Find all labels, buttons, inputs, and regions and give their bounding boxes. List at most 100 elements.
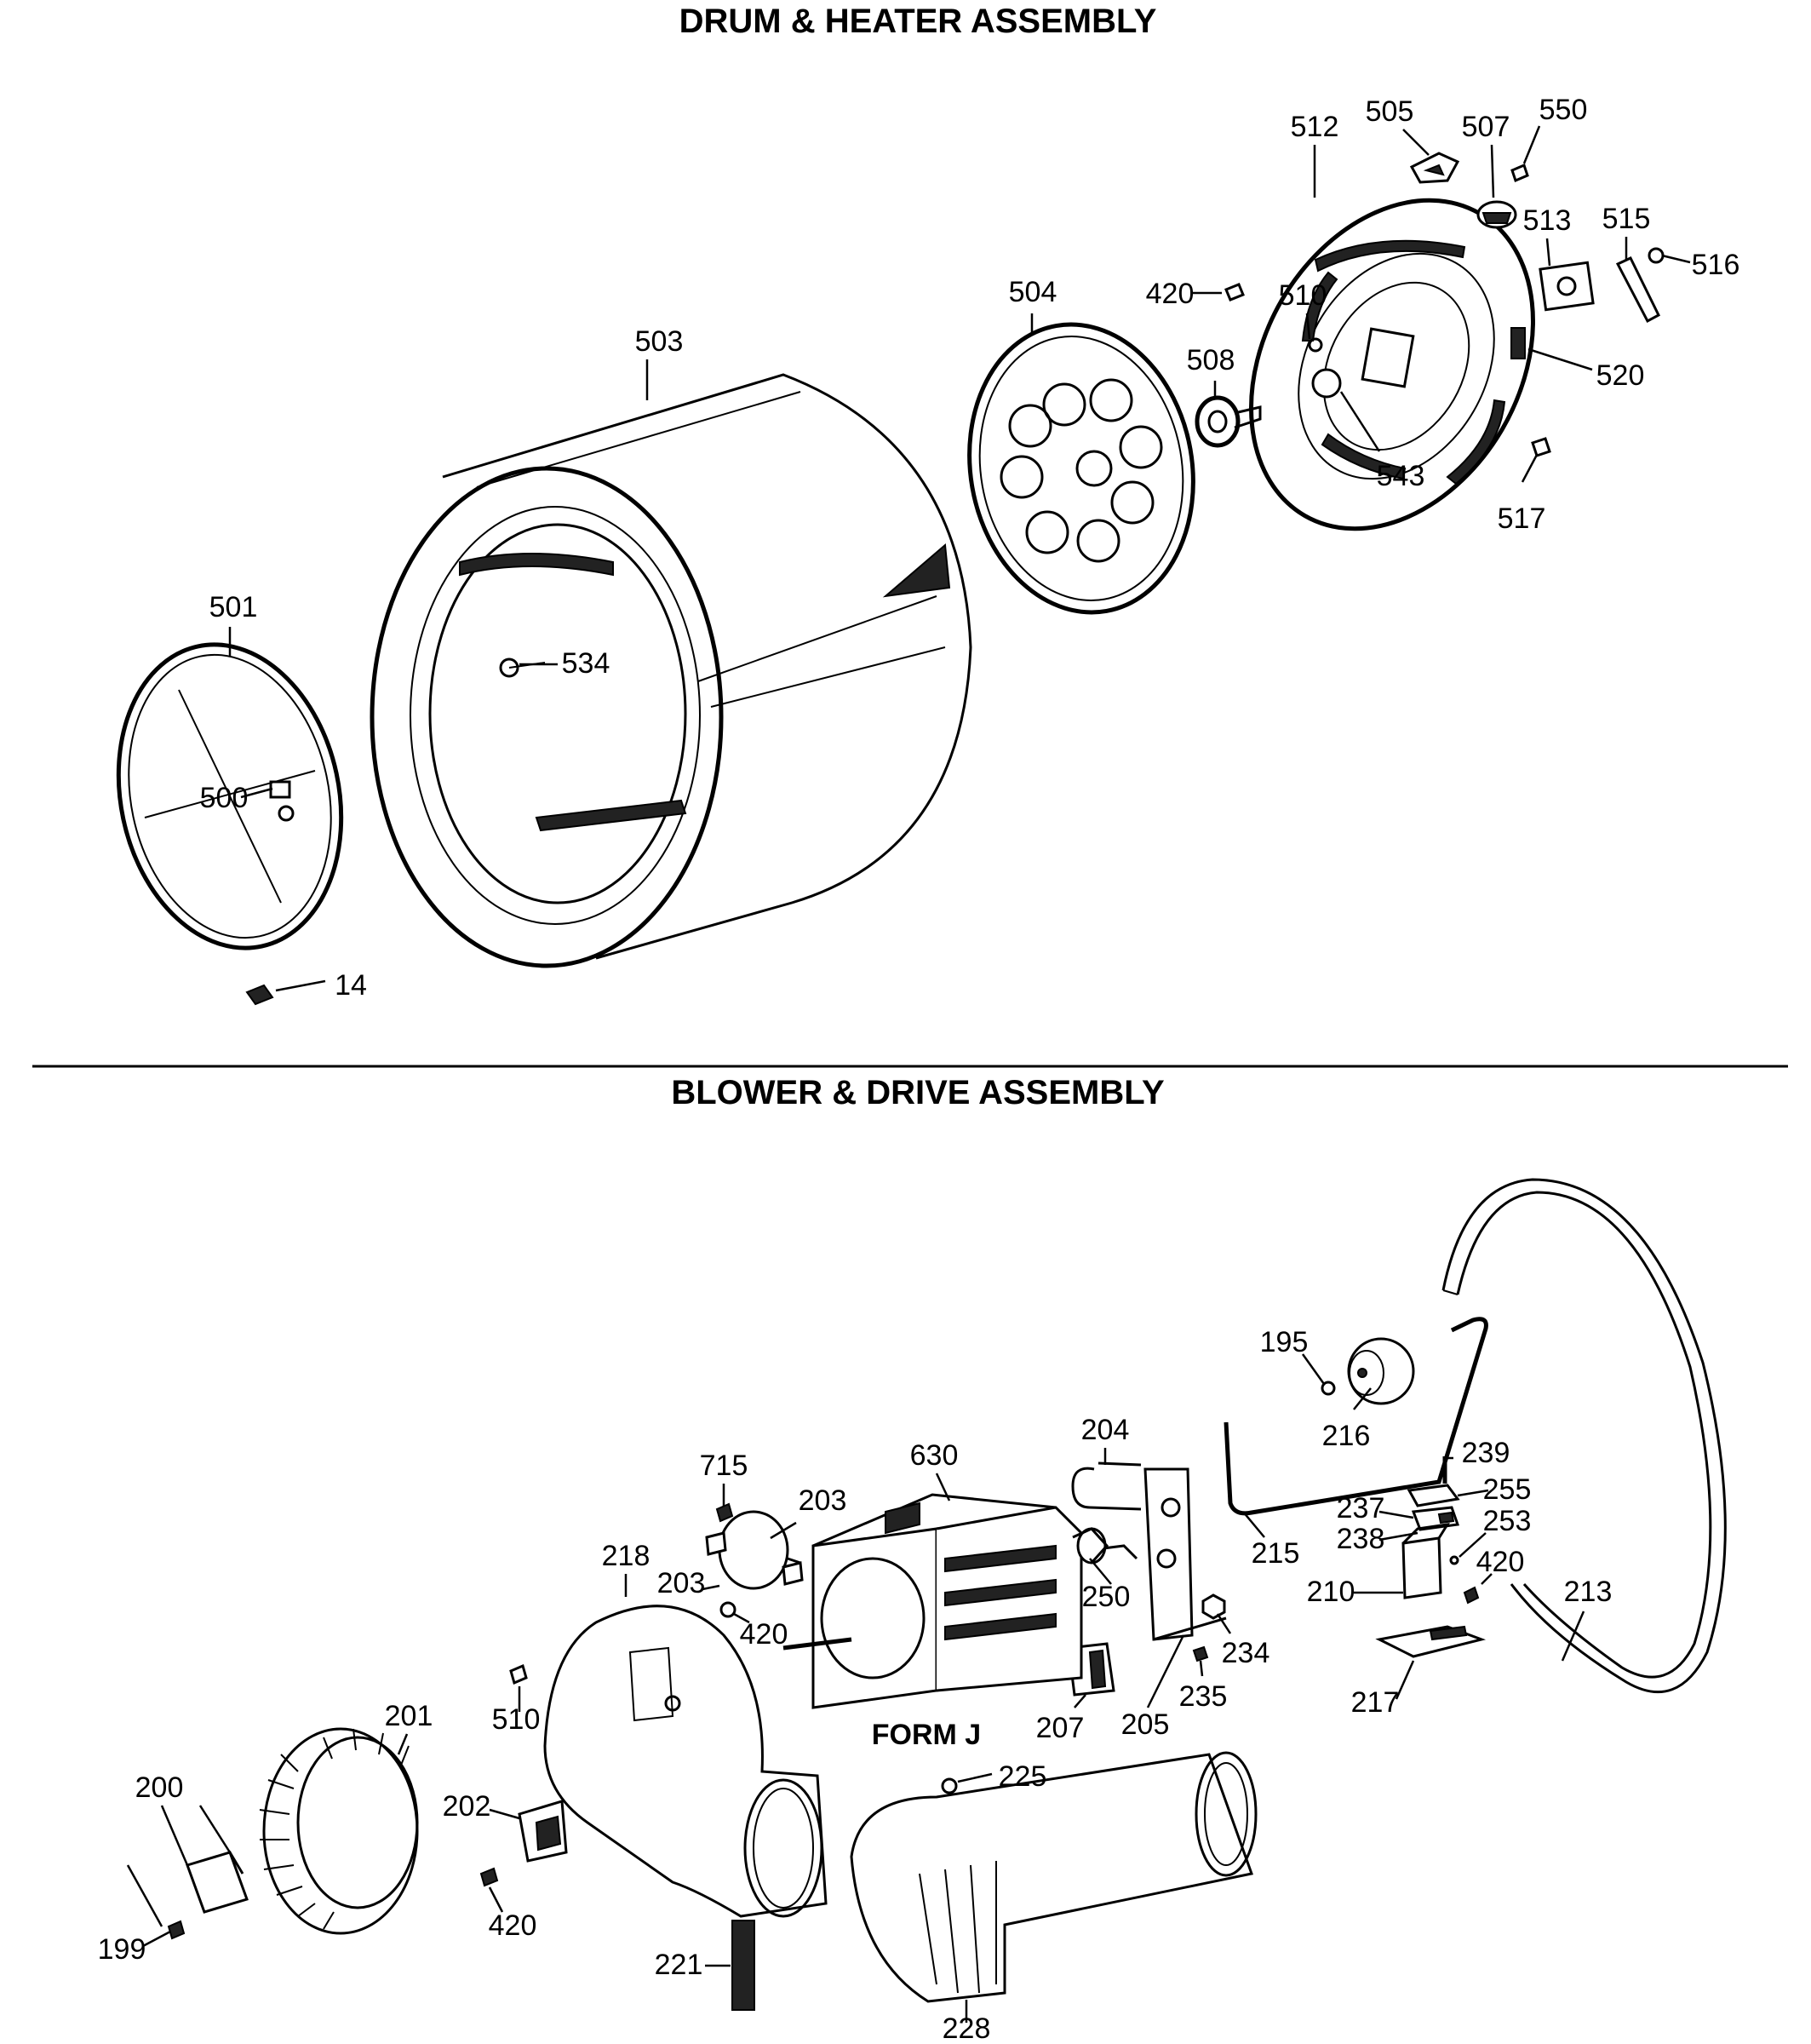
part-213-belt <box>1441 1178 1727 1694</box>
label-201: 201 <box>385 1700 433 1732</box>
part-550-screw <box>1510 163 1529 183</box>
part-505-thermostat <box>1409 152 1460 184</box>
label-420-bottom: 420 <box>489 1909 537 1942</box>
part-501-ring <box>116 642 344 950</box>
label-14: 14 <box>335 969 367 1002</box>
label-221: 221 <box>655 1949 703 1981</box>
part-216-pulley <box>1347 1337 1415 1405</box>
label-253: 253 <box>1483 1505 1532 1537</box>
part-516-nut <box>1648 247 1665 264</box>
label-508: 508 <box>1187 344 1235 376</box>
part-513-plate <box>1539 261 1595 312</box>
part-225-screw <box>941 1777 958 1794</box>
part-228-exhaust-duct <box>850 1751 1258 2003</box>
label-504: 504 <box>1009 276 1057 308</box>
label-225: 225 <box>999 1760 1047 1793</box>
label-534: 534 <box>562 647 610 680</box>
part-235-screw <box>1192 1645 1209 1662</box>
part-510-screw-bottom <box>509 1663 528 1685</box>
label-235: 235 <box>1179 1680 1228 1713</box>
part-504-rear-panel <box>967 322 1195 615</box>
part-420-screw-mid <box>719 1601 736 1618</box>
label-510-top: 510 <box>1279 279 1327 312</box>
label-630: 630 <box>910 1439 959 1472</box>
label-500: 500 <box>200 782 249 814</box>
label-213: 213 <box>1564 1576 1613 1608</box>
label-517: 517 <box>1498 502 1546 535</box>
leaders-bottom <box>126 1353 1585 2023</box>
label-420-right: 420 <box>1476 1546 1525 1578</box>
part-517-clip <box>1531 437 1551 457</box>
label-550: 550 <box>1539 94 1588 126</box>
part-205-bracket <box>1143 1467 1227 1641</box>
part-202-seal <box>518 1800 568 1863</box>
label-510-bottom: 510 <box>492 1703 541 1736</box>
label-512: 512 <box>1291 111 1339 143</box>
label-543: 543 <box>1377 460 1425 492</box>
part-630-motor <box>782 1493 1138 1709</box>
form-label: FORM J <box>872 1719 981 1751</box>
label-501: 501 <box>209 591 258 623</box>
part-215-idler-arm <box>1224 1317 1488 1516</box>
label-515: 515 <box>1602 203 1651 235</box>
label-199: 199 <box>98 1933 146 1966</box>
part-210-bracket <box>1401 1523 1450 1599</box>
part-255-plate <box>1407 1484 1460 1507</box>
part-508-bearing <box>1195 395 1262 448</box>
label-715: 715 <box>700 1450 748 1482</box>
part-217-plate <box>1375 1625 1487 1658</box>
label-513: 513 <box>1523 204 1572 237</box>
label-237: 237 <box>1337 1492 1385 1524</box>
part-204-clamp <box>1071 1461 1142 1511</box>
label-202: 202 <box>443 1790 491 1823</box>
label-228: 228 <box>943 2012 991 2044</box>
part-503-drum <box>370 373 972 968</box>
label-505: 505 <box>1366 95 1414 128</box>
label-203-side: 203 <box>657 1567 706 1599</box>
part-218-blower-housing <box>543 1605 828 1918</box>
part-507-thermostat <box>1476 200 1517 229</box>
part-253-pin <box>1449 1555 1459 1565</box>
part-250-pulley <box>1072 1527 1109 1565</box>
part-420-screw-right <box>1463 1586 1480 1605</box>
label-420-top: 420 <box>1146 278 1195 310</box>
blower-drive-title: BLOWER & DRIVE ASSEMBLY <box>671 1074 1165 1111</box>
label-503: 503 <box>635 325 684 358</box>
label-215: 215 <box>1252 1537 1300 1570</box>
part-234-nut <box>1201 1593 1226 1620</box>
label-250: 250 <box>1082 1581 1131 1613</box>
label-255: 255 <box>1483 1473 1532 1506</box>
label-195: 195 <box>1260 1326 1309 1358</box>
label-216: 216 <box>1322 1420 1371 1452</box>
part-200-bracket <box>186 1851 249 1914</box>
label-218: 218 <box>602 1540 650 1572</box>
label-204: 204 <box>1081 1414 1130 1446</box>
label-420-mid: 420 <box>740 1618 788 1651</box>
part-201-blower-wheel <box>259 1727 419 1935</box>
part-195-nut <box>1321 1381 1336 1396</box>
part-221-strip <box>731 1920 755 2011</box>
part-14-glide <box>245 984 274 1006</box>
part-199-screw <box>167 1920 186 1940</box>
label-516: 516 <box>1692 249 1740 281</box>
label-520: 520 <box>1596 359 1645 392</box>
leaders-top <box>228 125 1691 992</box>
label-210: 210 <box>1307 1576 1355 1608</box>
label-217: 217 <box>1351 1686 1400 1719</box>
label-200: 200 <box>135 1771 184 1804</box>
label-234: 234 <box>1222 1637 1270 1669</box>
drum-heater-title: DRUM & HEATER ASSEMBLY <box>679 3 1157 40</box>
part-203-clamp <box>705 1510 804 1590</box>
part-420-screw-top <box>1224 283 1245 301</box>
part-715-screw <box>715 1502 734 1523</box>
label-205: 205 <box>1121 1708 1170 1741</box>
part-512-heater-housing <box>1249 198 1535 531</box>
label-203-top: 203 <box>799 1484 847 1517</box>
label-238: 238 <box>1337 1523 1385 1555</box>
label-507: 507 <box>1462 111 1510 143</box>
part-515-fuse <box>1615 256 1660 324</box>
label-239: 239 <box>1462 1437 1510 1469</box>
part-420-screw-bottom <box>479 1867 499 1887</box>
label-207: 207 <box>1036 1712 1085 1744</box>
